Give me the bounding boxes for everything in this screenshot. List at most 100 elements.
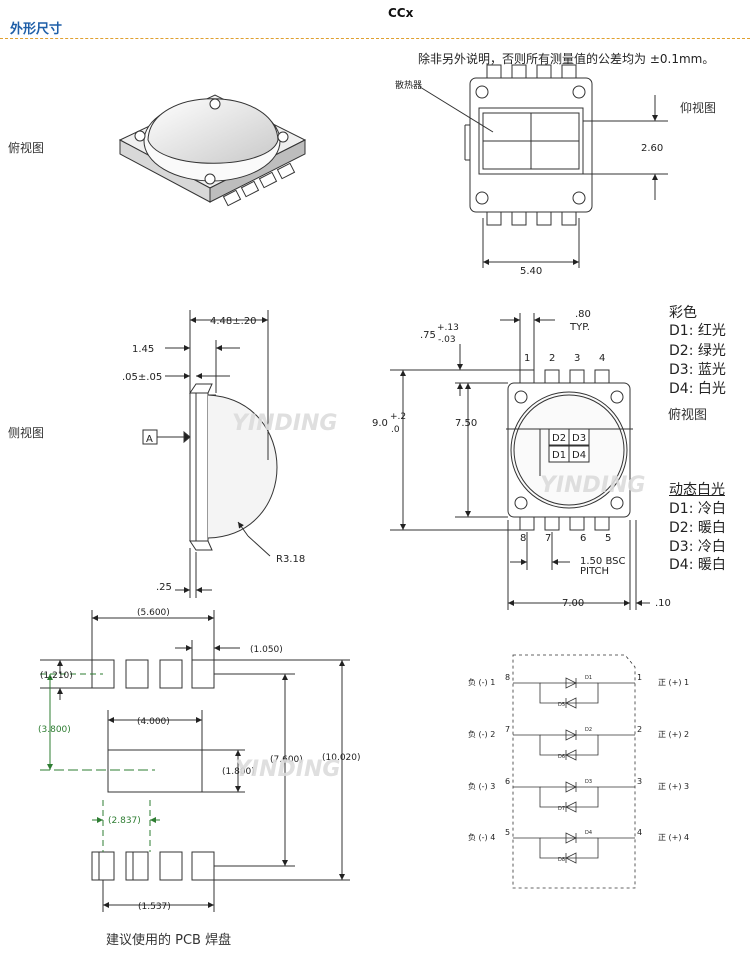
pin-bottom-6: 6 [580,533,586,544]
schematic-row-1-segment [565,677,577,689]
die-d4: D4 [572,450,586,461]
schematic-row-2-segment [565,749,577,761]
pcb-dim-4000: (4.000) [137,717,170,727]
side-view [142,310,278,598]
header-divider [0,38,750,39]
legend-color-d2: D2: 绿光 [669,343,726,359]
pcb-pad-layout [40,610,350,912]
schematic-row-4-segment [565,832,577,844]
sch-d3: D3 [585,779,592,785]
legend-color-title: 彩色 [669,305,697,321]
sch-pos-3: 正 (+) 3 [658,782,689,791]
die-d2: D2 [552,433,566,444]
pcb-dim-1050: (1.050) [250,645,283,655]
schematic-row-2-segment [513,734,635,756]
pcb-dim-10020: (10.020) [322,753,361,763]
sch-pin-4: 4 [637,828,642,837]
dim-9-0-zero: .0 [391,425,400,435]
watermark-3: YINDING [235,757,340,782]
dim-0-75: .75 [420,330,436,341]
sch-pin-6: 6 [505,777,510,786]
heatsink-label: 散热器 [395,79,422,91]
dim-0-25: .25 [156,582,172,593]
schematic-row-3-segment [565,781,577,793]
legend-white-d3: D3: 冷白 [669,539,726,555]
legend-color-d4: D4: 白光 [669,381,726,397]
label-top-view: 俯视图 [8,141,45,155]
sch-d6: D6 [558,754,565,760]
pitch-label-2: PITCH [580,566,609,577]
sch-pin-5: 5 [505,828,510,837]
model-name: CCx [388,6,414,20]
legend-white-title: 动态白光 [669,482,725,498]
watermark-2: YINDING [540,473,645,498]
sch-pin-7: 7 [505,725,510,734]
dim-1-45: 1.45 [132,344,154,355]
sch-d4: D4 [585,830,592,836]
label-bottom-view: 仰视图 [680,101,717,115]
datum-a: A [146,434,153,445]
sch-d7: D7 [558,806,565,812]
dim-5-40: 5.40 [520,266,542,277]
watermark-1: YINDING [232,411,337,436]
pcb-dim-1210: (1.210) [40,671,73,681]
legend-white-d1: D1: 冷白 [669,501,726,517]
die-d1: D1 [552,450,566,461]
pin-top-1: 1 [524,353,530,364]
tolerance-note: 除非另外说明，否则所有测量值的公差均为 ±0.1mm。 [418,52,715,66]
pcb-dim-5600: (5.600) [137,608,170,618]
label-pcb-pad: 建议使用的 PCB 焊盘 [106,933,232,948]
schematic-row-1-segment [513,682,635,704]
dim-9-0: 9.0 [372,418,388,429]
sch-neg-4: 负 (-) 4 [468,832,495,842]
dim-0-10: .10 [655,598,671,609]
sch-d2: D2 [585,727,592,733]
legend-color-d3: D3: 蓝光 [669,362,726,378]
dim-typ: TYP. [569,322,590,333]
pin-top-2: 2 [549,353,555,364]
pin-top-3: 3 [574,353,580,364]
sch-neg-3: 负 (-) 3 [468,781,495,791]
dim-0-80: .80 [575,309,591,320]
schematic-row-2-segment [565,729,577,741]
legend-color-d1: D1: 红光 [669,323,726,339]
sch-d5: D5 [558,702,565,708]
sch-neg-2: 负 (-) 2 [468,729,495,739]
pin-bottom-7: 7 [545,533,551,544]
sch-pos-4: 正 (+) 4 [658,833,689,842]
label-top-view-2: 俯视图 [668,408,708,423]
schematic-row-4-segment [565,852,577,864]
dim-0-75-minus: -.03 [438,335,456,345]
label-side-view: 侧视图 [8,426,45,440]
dim-0-05: .05±.05 [122,372,162,383]
pcb-dim-2837: (2.837) [108,816,141,826]
dim-radius: R3.18 [276,554,305,565]
die-d3: D3 [572,433,586,444]
sch-neg-1: 负 (-) 1 [468,677,495,687]
pin-top-4: 4 [599,353,605,364]
pcb-dim-3800: (3.800) [38,725,71,735]
pcb-dim-7600: (7.600) [270,755,303,765]
dim-0-75-plus: +.13 [437,323,459,333]
sch-d8: D8 [558,857,565,863]
section-title: 外形尺寸 [10,22,63,37]
bottom-view [419,64,668,268]
sch-pin-8: 8 [505,673,510,682]
sch-pin-1: 1 [637,673,642,682]
pcb-dim-1800: (1.800) [222,767,255,777]
top-view [390,313,650,610]
package-3d-view [118,94,307,207]
pin-bottom-5: 5 [605,533,611,544]
dim-7-50: 7.50 [455,418,477,429]
sch-pin-2: 2 [637,725,642,734]
sch-pos-1: 正 (+) 1 [658,678,689,687]
schematic-row-4-segment [513,837,635,859]
schematic-row-1-segment [565,697,577,709]
sch-pin-3: 3 [637,777,642,786]
pcb-dim-1537: (1.537) [138,902,171,912]
schematic-row-3-segment [513,786,635,808]
legend-white-d4: D4: 暖白 [669,557,726,573]
dim-2-60: 2.60 [641,143,663,154]
sch-d1: D1 [585,675,592,681]
